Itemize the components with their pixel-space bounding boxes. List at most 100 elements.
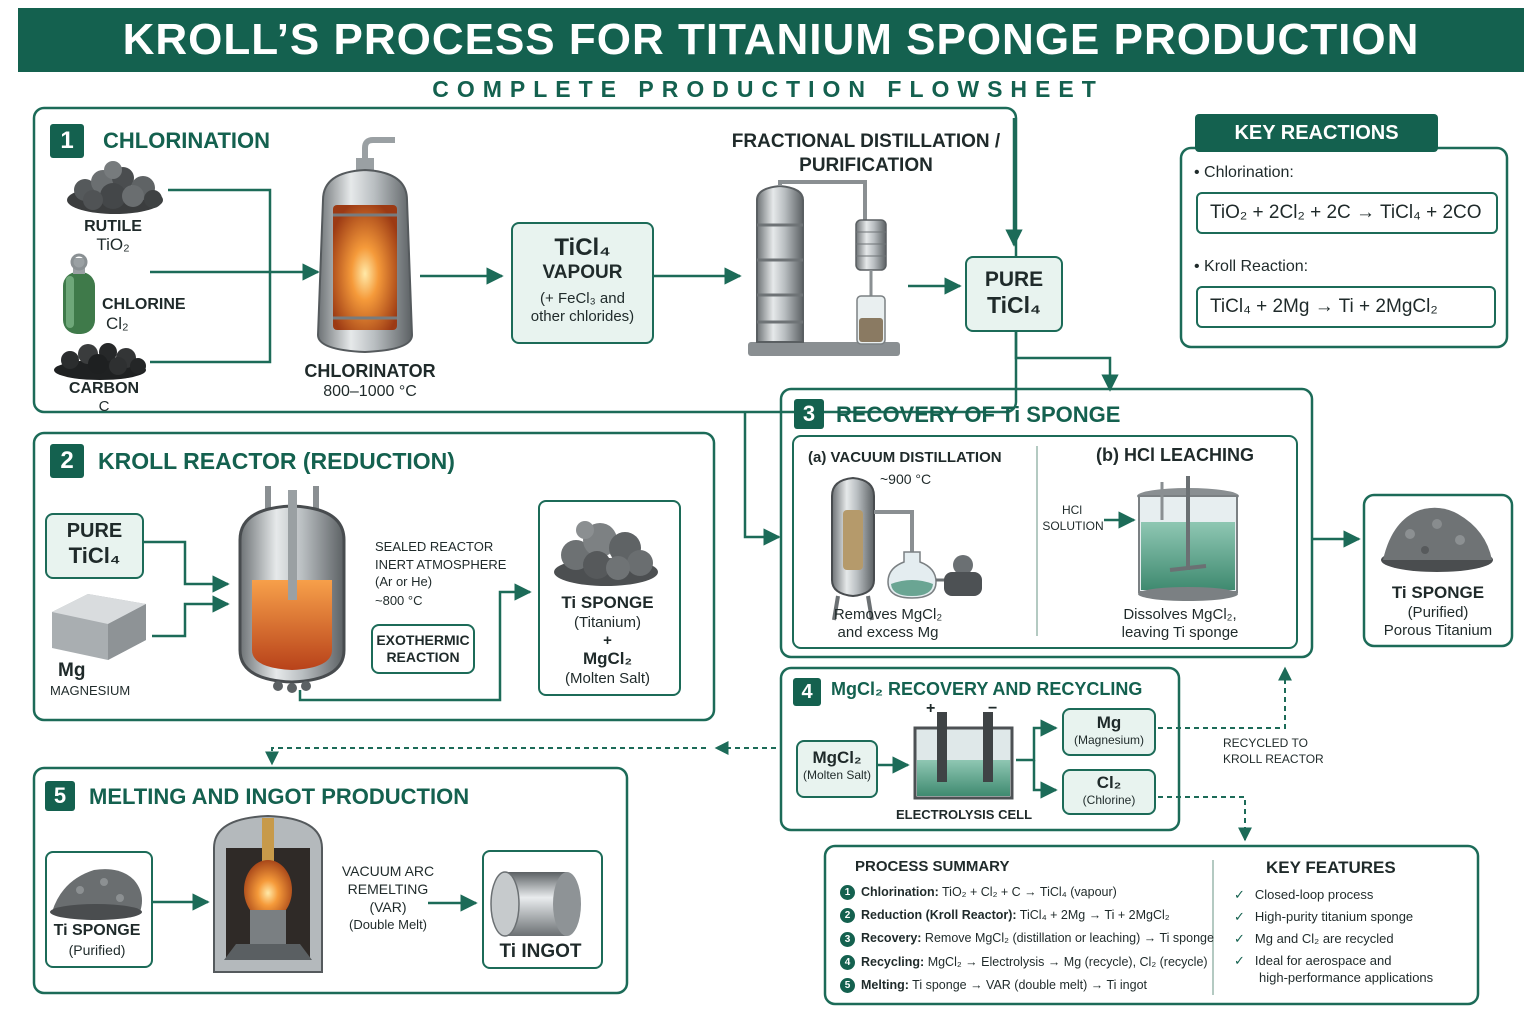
carbon-formula: C [98, 398, 110, 415]
check-icon: ✓ [1234, 953, 1245, 968]
mg-output-formula: Mg [1096, 713, 1122, 732]
chlorination-equation: TiO₂ + 2Cl₂ + 2C → TiCl₄ + 2CO [1196, 192, 1498, 234]
pure-ticl4-box: PURE TiCl₄ [965, 256, 1063, 332]
ti-sponge-product-icon [554, 521, 658, 586]
var-line-4: (Double Melt) [348, 917, 428, 932]
leaching-note-2: leaving Ti sponge [1121, 624, 1239, 641]
section-4-panel [779, 666, 1181, 832]
carbon-label: CARBON [68, 380, 140, 397]
leaching-note-1: Dissolves MgCl₂, [1123, 606, 1237, 623]
section-4-title: MgCl₂ RECOVERY AND RECYCLING [831, 679, 1143, 699]
s5-sponge-label: Ti SPONGE [53, 922, 141, 939]
chlorination-reaction-label: • Chlorination: [1194, 164, 1294, 181]
features-title: KEY FEATURES [1266, 858, 1396, 877]
section-1-title: CHLORINATION [103, 128, 271, 153]
summary-list: 1 Chlorination: TiO₂ + Cl₂ + C → TiCl₄ (v… [840, 884, 1214, 994]
cl2-output-formula: Cl₂ [1096, 773, 1122, 792]
cathode-sign: − [988, 700, 998, 717]
section-3-inner [792, 435, 1298, 649]
ticl4-vapour-box: TiCl₄ VAPOUR (+ FeCl₃ and other chloride… [511, 222, 654, 344]
electrolysis-cell-label: ELECTROLYSIS CELL [895, 807, 1033, 822]
vacuum-distillation-icon [831, 476, 982, 621]
section-2-title: KROLL REACTOR (REDUCTION) [98, 448, 455, 474]
pure-formula: TiCl₄ [987, 292, 1041, 318]
chlorinator-temp: 800–1000 °C [323, 383, 417, 400]
recycled-label-2: KROLL REACTOR [1223, 752, 1324, 766]
hcl-leaching-tank-icon [1137, 476, 1239, 601]
vapour-note-1: (+ FeCl₃ and [540, 290, 625, 307]
s5-purified-label: (Purified) [68, 942, 126, 958]
summary-bold: Recycling: [861, 954, 925, 969]
feature-item: ✓ High-purity titanium sponge [1234, 908, 1433, 925]
reactor-note-1: SEALED REACTOR [375, 539, 494, 554]
pure-ticl4-input-box: PURE TiCl₄ [45, 513, 144, 579]
feature-item: ✓ Ideal for aerospace and [1234, 952, 1433, 969]
mgcl2-input-formula: MgCl₂ [812, 748, 862, 767]
summary-num: 2 [840, 908, 855, 924]
exo-line-1: EXOTHERMIC [376, 632, 470, 648]
exothermic-box: EXOTHERMIC REACTION [371, 624, 475, 674]
cl2-output-note: (Chlorine) [1082, 793, 1136, 807]
vapour-note-2: other chlorides) [530, 308, 635, 325]
chlorination-label-text: Chlorination: [1204, 164, 1294, 181]
feature-item: ✓ Closed-loop process [1234, 886, 1433, 903]
hcl-leaching-title: (b) HCl LEACHING [1096, 445, 1254, 465]
anode-sign: + [926, 700, 936, 717]
rutile-ore-icon [67, 161, 163, 214]
section-2-number: 2 [50, 444, 84, 478]
product-titanium: (Titanium) [574, 614, 641, 631]
mg-output-note: (Magnesium) [1073, 733, 1145, 747]
feature-text: Ideal for aerospace and [1254, 953, 1392, 968]
product-plus: + [603, 632, 612, 649]
product-sponge: Ti SPONGE [561, 593, 654, 612]
vacuum-distillation-temp: ~900 °C [880, 471, 932, 487]
chlorine-cylinder-icon [63, 253, 95, 334]
kroll-reactor-icon [238, 486, 346, 693]
kroll-product-box [538, 500, 681, 696]
output-panel [1362, 493, 1514, 648]
distillation-column-icon [748, 180, 900, 356]
summary-panel [823, 844, 1480, 1006]
rutile-formula: TiO₂ [96, 235, 130, 254]
section-2-panel [32, 431, 716, 722]
summary-num: 1 [840, 885, 855, 901]
chlorinator-label: CHLORINATOR [304, 361, 436, 381]
chlorine-label: CHLORINE [102, 296, 186, 313]
summary-num: 4 [840, 954, 855, 970]
summary-bold: Chlorination: [861, 885, 939, 899]
cl2-output-box: Cl₂ (Chlorine) [1062, 769, 1156, 815]
check-icon: ✓ [1234, 909, 1245, 924]
product-molten-salt: (Molten Salt) [564, 670, 651, 687]
s2-pure-label: PURE [66, 520, 123, 542]
s2-pure-formula: TiCl₄ [68, 543, 121, 568]
output-porous: Porous Titanium [1383, 622, 1493, 639]
summary-bold: Melting: [861, 977, 909, 992]
summary-text: TiO₂ + Cl₂ + C → TiCl₄ (vapour) [938, 885, 1117, 899]
feature-text: High-purity titanium sponge [1254, 909, 1414, 924]
feature-text: Closed-loop process [1254, 887, 1374, 902]
var-line-1: VACUUM ARC [341, 863, 435, 879]
carbon-lumps-icon [54, 343, 146, 380]
mgcl2-input-box: MgCl₂ (Molten Salt) [796, 740, 878, 798]
ti-ingot-label: Ti INGOT [499, 941, 582, 962]
magnesium-ingot-icon [52, 594, 146, 660]
magnesium-label: MAGNESIUM [50, 683, 131, 698]
chlorinator-vessel-icon [316, 137, 414, 354]
features-list: ✓ Closed-loop process ✓ High-purity titani… [1234, 886, 1433, 986]
sponge-input-box [45, 851, 153, 968]
ti-ingot-box [482, 850, 603, 969]
sponge-pile-icon [50, 869, 142, 920]
section-1-number: 1 [50, 124, 84, 158]
feature-item-continued: high-performance applications [1259, 970, 1434, 985]
pure-label: PURE [984, 268, 1044, 291]
page-title: KROLL’S PROCESS FOR TITANIUM SPONGE PROD… [18, 8, 1524, 72]
check-icon: ✓ [1234, 931, 1245, 946]
vapour-label: VAPOUR [542, 262, 623, 283]
exo-line-2: REACTION [386, 649, 460, 665]
section-4-number: 4 [793, 678, 821, 706]
vacuum-note-2: and excess Mg [837, 624, 939, 641]
reactor-note-3: (Ar or He) [375, 574, 433, 589]
check-icon: ✓ [1234, 887, 1245, 902]
